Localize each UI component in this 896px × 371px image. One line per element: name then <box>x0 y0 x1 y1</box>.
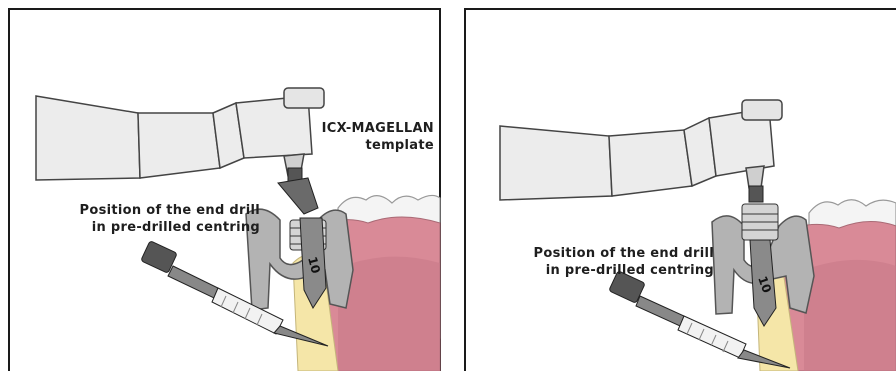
panel-left-illustration: 10 <box>8 8 441 371</box>
drill-shank <box>749 186 763 202</box>
drill-position-label: Position of the end drill in pre-drilled… <box>482 245 714 279</box>
gum-shadow <box>338 257 440 371</box>
panel-right: 10 Position of the end drill in pre-dril… <box>464 8 896 371</box>
panel-left: 10 ICX-MAGELLAN template Position of the… <box>8 8 441 371</box>
template-label: ICX-MAGELLAN template <box>270 120 434 154</box>
gum-shadow <box>804 260 896 371</box>
panel-right-illustration: 10 <box>464 8 896 371</box>
drill-sleeve <box>742 204 778 240</box>
drill-position-label: Position of the end drill in pre-drilled… <box>30 202 260 236</box>
drill-body <box>278 178 318 214</box>
handpiece <box>500 100 782 200</box>
